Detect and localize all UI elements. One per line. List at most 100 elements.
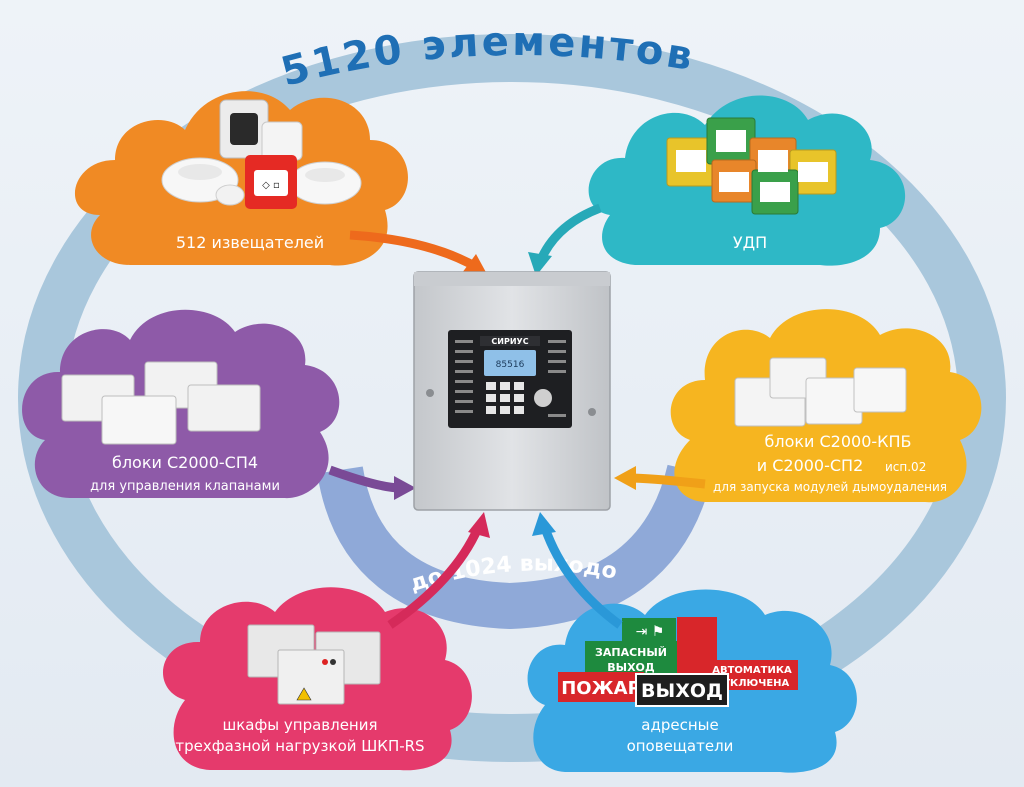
arrow-kpb-head xyxy=(614,466,636,490)
control-panel-brand: СИРИУС xyxy=(491,337,528,346)
indicator-row xyxy=(455,350,473,353)
control-panel-top xyxy=(414,272,610,286)
udp-window-2 xyxy=(716,130,746,152)
automation-off-line2: ОТКЛЮЧЕНА xyxy=(715,678,790,689)
detector-device-small xyxy=(261,121,303,161)
keypad-key xyxy=(486,394,496,402)
running-man-icon: ⇥ ⚑ xyxy=(636,624,665,640)
control-panel-keypad xyxy=(486,382,552,414)
keypad-key xyxy=(514,394,524,402)
udp-window-6 xyxy=(760,182,790,202)
control-panel-screen-text: 85516 xyxy=(496,360,525,370)
control-panel: СИРИУС 85516 xyxy=(413,271,611,511)
arrow-udp-head xyxy=(528,252,552,276)
control-panel-brand-bar xyxy=(480,336,540,346)
cloud-kpb: блоки С2000-КПБ и С2000-СП2 исп.02 для з… xyxy=(670,309,982,503)
detector-devices: ◇ ▫ xyxy=(161,99,362,209)
udp-window-1 xyxy=(676,150,706,172)
keypad-key xyxy=(486,382,496,390)
keypad-key xyxy=(514,406,524,414)
exit-sign xyxy=(635,673,729,707)
indicator-row xyxy=(455,400,473,403)
cloud-shkp: шкафы управления трехфазной нагрузкой ШК… xyxy=(162,587,472,771)
udp-window-4 xyxy=(798,162,828,182)
cloud-shkp-sublabel: трехфазной нагрузкой ШКП-RS xyxy=(175,737,424,755)
exit-running-man-sign xyxy=(622,618,676,642)
indicator-row xyxy=(455,370,473,373)
notifier-signs: ⇥ ⚑ ЗАПАСНЫЙ ВЫХОД ПОЖАР АВТОМАТИКА ОТКЛ… xyxy=(558,617,798,707)
shkp-indicator-red xyxy=(322,659,328,665)
cloud-detectors-label: 512 извещателей xyxy=(176,233,324,252)
indicator-row xyxy=(548,340,566,343)
detector-device-lens xyxy=(230,113,258,145)
indicator-row xyxy=(548,350,566,353)
cloud-notifiers-sublabel: оповещатели xyxy=(627,737,734,755)
shkp-cabinets xyxy=(247,624,381,705)
cloud-udp: УДП xyxy=(588,95,906,266)
arrow-notifiers-head xyxy=(532,512,556,536)
keypad-key xyxy=(514,382,524,390)
cloud-notifiers: ⇥ ⚑ ЗАПАСНЫЙ ВЫХОД ПОЖАР АВТОМАТИКА ОТКЛ… xyxy=(527,589,857,773)
control-panel-indicators xyxy=(455,340,566,417)
kpb-block-4 xyxy=(853,367,907,413)
arrow-shkp-head xyxy=(468,512,490,538)
cloud-kpb-label-2b: исп.02 xyxy=(885,460,926,474)
automation-off-line1: АВТОМАТИКА xyxy=(712,665,792,676)
arrow-notifiers xyxy=(540,526,623,629)
control-panel-lock-left xyxy=(426,389,434,397)
cloud-kpb-sublabel: для запуска модулей дымоудаления xyxy=(713,480,947,494)
reserve-exit-line1: ЗАПАСНЫЙ xyxy=(595,646,667,659)
smoke-detector-small xyxy=(215,184,245,206)
fire-sign-text: ПОЖАР xyxy=(561,678,641,699)
udp-window-3 xyxy=(758,150,788,172)
arrow-sp4-head xyxy=(394,476,416,500)
cloud-sp4: блоки С2000-СП4 для управления клапанами xyxy=(22,309,340,499)
manual-call-point-glyph: ◇ ▫ xyxy=(262,180,280,191)
indicator-row xyxy=(455,360,473,363)
kpb-devices xyxy=(734,357,907,427)
cloud-detectors: ◇ ▫ 512 извещателей xyxy=(74,91,408,266)
keypad-key xyxy=(500,406,510,414)
keypad-key xyxy=(500,382,510,390)
indicator-row xyxy=(455,340,473,343)
cloud-notifiers-label: адресные xyxy=(641,716,718,734)
control-panel-screen xyxy=(484,350,536,376)
indicator-row xyxy=(548,370,566,373)
fire-sign xyxy=(558,672,644,702)
smoke-detector-right-cap xyxy=(305,168,345,182)
udp-devices xyxy=(666,117,837,215)
arrow-shkp xyxy=(387,526,483,629)
shkp-warning-icon xyxy=(296,687,312,701)
exit-sign-text: ВЫХОД xyxy=(641,680,723,702)
arrow-detectors xyxy=(349,230,481,272)
control-panel-lock-right xyxy=(588,408,596,416)
cloud-sp4-label: блоки С2000-СП4 xyxy=(112,453,258,472)
shkp-cabinet-3 xyxy=(277,649,345,705)
reserve-exit-line2: ВЫХОД xyxy=(607,661,655,674)
keypad-key xyxy=(486,406,496,414)
inner-outputs-arc xyxy=(317,464,713,630)
indicator-row xyxy=(455,410,473,413)
indicator-row xyxy=(548,414,566,417)
reserve-exit-sign xyxy=(585,641,677,677)
manual-call-point-window xyxy=(254,170,288,196)
cloud-sp4-sublabel: для управления клапанами xyxy=(90,479,280,494)
indicator-row xyxy=(455,380,473,383)
keypad-nav-button xyxy=(534,389,552,407)
shkp-indicator-black xyxy=(330,659,336,665)
sp4-block-4 xyxy=(101,395,177,445)
arrow-detectors-head xyxy=(462,254,488,276)
udp-window-5 xyxy=(719,172,749,192)
indicator-row xyxy=(455,390,473,393)
keypad-key xyxy=(500,394,510,402)
cloud-shkp-label: шкафы управления xyxy=(222,716,377,734)
sp4-block-3 xyxy=(187,384,261,432)
cloud-detectors-shape xyxy=(74,91,408,266)
cloud-kpb-label: блоки С2000-КПБ xyxy=(764,432,911,451)
cloud-udp-label: УДП xyxy=(733,233,767,252)
sp4-devices xyxy=(61,361,261,445)
smoke-detector-left-cap xyxy=(178,164,222,180)
cloud-kpb-label-2: и С2000-СП2 xyxy=(757,456,864,475)
indicator-row xyxy=(548,360,566,363)
